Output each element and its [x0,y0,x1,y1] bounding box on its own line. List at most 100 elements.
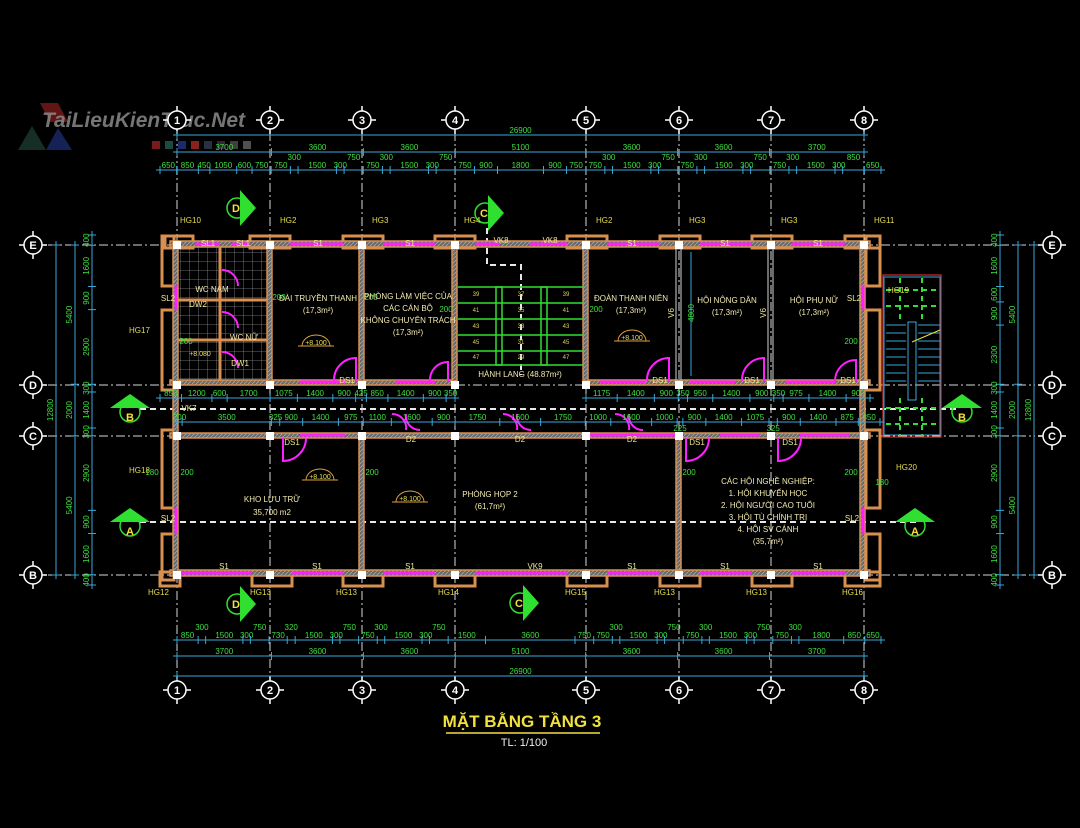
svg-text:45: 45 [473,340,480,346]
column [173,571,181,579]
room-hoi-nong-dan: HỘI NÔNG DÂN(17,3m²) [697,296,757,317]
dim-label: 1075 [275,389,293,398]
dim-label: 3600 [623,647,641,656]
dim-label: 750 [667,623,681,632]
dim-label: 3600 [715,143,733,152]
svg-text:200: 200 [682,468,696,477]
dim-label: 3700 [808,143,826,152]
axis-crosshair [850,676,878,704]
axis-label: 4 [452,685,459,697]
axis-label: 5 [583,685,589,697]
dim-label: 1075 [746,413,764,422]
dim-label: 900 [548,161,562,170]
section-marker-d-bottom: D [226,586,256,622]
dim-label: 1800 [812,631,830,640]
room-wc-nam: WC NAM [195,285,229,294]
dim-label: 400 [990,233,999,247]
axis-label: E [1048,240,1055,252]
axis-bubble-5: 5 [572,106,600,134]
dim-label: 1500 [394,631,412,640]
svg-text:A: A [911,526,919,538]
dim-label: 3600 [309,143,327,152]
svg-text:41: 41 [473,308,480,314]
svg-text:SL2: SL2 [161,294,176,303]
svg-text:V6: V6 [667,308,676,318]
dim-label: 3600 [309,647,327,656]
svg-text:HG13: HG13 [250,588,271,597]
svg-text:SL2: SL2 [161,514,176,523]
axis-crosshair [1038,231,1066,259]
dim-label: 975 [789,389,803,398]
section-marker-a-right: A [895,508,935,538]
dim-label: 425 [354,389,368,398]
svg-text:CÁC HỘI NGHỀ NGHIỆP:: CÁC HỘI NGHỀ NGHIỆP: [721,476,815,486]
axis-bubble-5: 5 [572,676,600,704]
dim-label: 1400 [722,389,740,398]
axis-label: B [1048,570,1056,582]
dim-label: 1500 [308,161,326,170]
svg-text:DS1: DS1 [339,376,355,385]
svg-text:33: 33 [518,324,525,330]
dim-label: 1600 [403,413,421,422]
column [358,432,366,440]
svg-text:VK9: VK9 [527,562,543,571]
room-hoi-phu-nu: HỘI PHỤ NỮ(17,3m²) [790,296,838,317]
section-line-c [486,228,522,375]
svg-text:47: 47 [563,355,570,361]
dim-label: 3600 [401,647,419,656]
svg-text:35,700 m2: 35,700 m2 [253,508,291,517]
svg-text:(17,3m²): (17,3m²) [799,308,830,317]
dim-label: 300 [374,623,388,632]
svg-text:HG2: HG2 [280,216,297,225]
room-hanh-lang: HÀNH LANG (48.87m²) [478,370,562,379]
dim-label: 300 [788,623,802,632]
axis-bubble-4: 4 [441,676,469,704]
dim-label: 300 [419,631,433,640]
column [582,571,590,579]
dim-label: 2000 [1008,401,1017,419]
axis-label: D [29,380,37,392]
dim-label: 300 [990,425,999,439]
svg-text:+8.100: +8.100 [305,340,327,347]
dim-label: 850 [370,389,384,398]
svg-text:SL1: SL1 [236,239,251,248]
dim-label: 900 [479,161,493,170]
axis-crosshair [163,106,191,134]
axis-crosshair [348,106,376,134]
dim-label: 900 [782,413,796,422]
axis-crosshair [665,676,693,704]
dim-label: 1400 [715,413,733,422]
svg-text:HG12: HG12 [148,588,169,597]
dim-label: 600 [213,389,227,398]
dim-label: 975 [344,413,358,422]
svg-text:HG13: HG13 [654,588,675,597]
svg-text:+8.100: +8.100 [399,496,421,503]
dim-label: 12800 [1024,398,1033,421]
axis-bubble-B: B [19,561,47,589]
dim-label: 1000 [589,413,607,422]
dim-label: 1500 [458,631,476,640]
column [860,571,868,579]
svg-text:39: 39 [563,292,570,298]
dim-label: 450 [197,161,211,170]
axis-crosshair [850,106,878,134]
svg-text:KHO LƯU TRỮ: KHO LƯU TRỮ [244,495,300,504]
axis-bubble-2: 2 [256,676,284,704]
column [860,381,868,389]
svg-text:200: 200 [179,337,193,346]
dim-label: 1050 [214,161,232,170]
dim-label: 900 [990,515,999,529]
dim-label: 1600 [82,256,91,274]
dim-label: 850 [848,631,862,640]
dim-label: 300 [744,631,758,640]
svg-text:39: 39 [473,292,480,298]
dim-label: 325 [269,413,283,422]
svg-text:200: 200 [844,468,858,477]
column [451,571,459,579]
dim-label: 2300 [990,345,999,363]
dim-label: 750 [347,153,361,162]
axis-label: 4 [452,115,459,127]
